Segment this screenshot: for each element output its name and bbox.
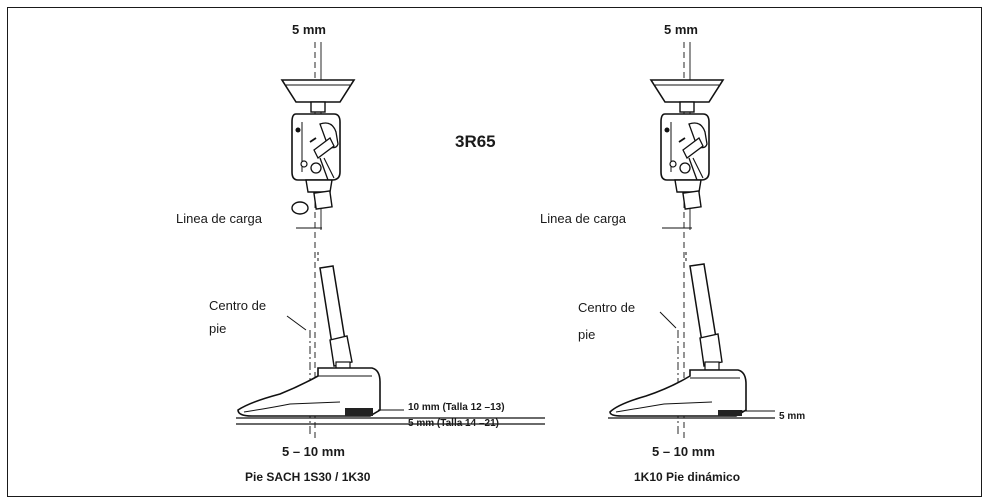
left-bottom-offset: 5 – 10 mm (282, 444, 345, 459)
diagram-frame (7, 7, 982, 497)
right-foot-center-label: Centro de pie (578, 300, 636, 342)
right-heel-height: 5 mm (779, 411, 806, 422)
left-foot-center-label: Centro de pie (209, 298, 267, 336)
left-heel-height-1: 10 mm (Talla 12 –13) (408, 402, 505, 413)
left-load-line-label: Linea de carga (176, 211, 263, 226)
model-title: 3R65 (455, 132, 496, 151)
right-bottom-offset: 5 – 10 mm (652, 444, 715, 459)
right-top-offset: 5 mm (664, 22, 698, 37)
right-caption: 1K10 Pie dinámico (634, 470, 741, 484)
sach-foot (237, 367, 381, 417)
left-caption: Pie SACH 1S30 / 1K30 (245, 470, 371, 484)
right-load-line-label: Linea de carga (540, 211, 627, 226)
knee-joint-left (281, 79, 355, 210)
pylon-left (319, 265, 353, 371)
knee-joint-right (650, 79, 724, 210)
left-heel-height-2: 5 mm (Talla 14 –21) (408, 418, 499, 429)
left-top-offset: 5 mm (292, 22, 326, 37)
pylon-right (689, 263, 723, 371)
dynamic-foot (609, 369, 747, 417)
